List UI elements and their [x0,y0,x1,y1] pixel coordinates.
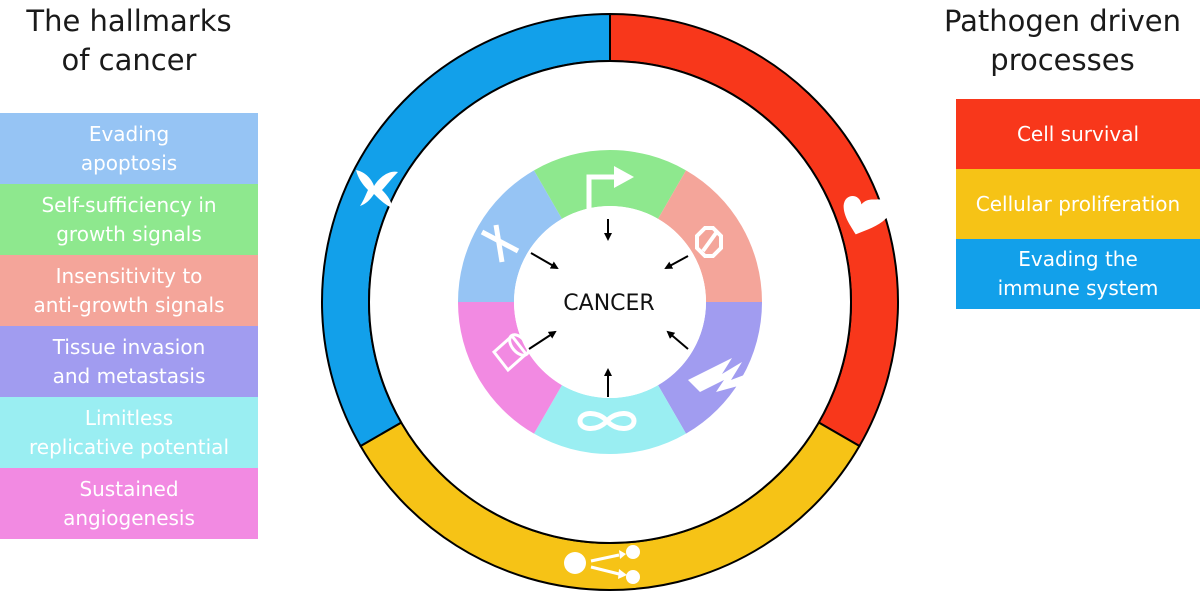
jagged-invasion-icon [688,358,752,404]
cell-division-icon [564,545,640,584]
legend-label-line: replicative potential [28,434,229,459]
legend-evading-apoptosis: Evading apoptosis [0,113,258,184]
legend-label-line: Evading [88,121,170,146]
legend-label-line: and metastasis [52,363,206,388]
arrow-signal-icon [586,166,634,214]
hallmarks-heading: The hallmarks of cancer [0,2,258,80]
cancer-center-label: CANCER [563,291,654,316]
legend-label-line: Cell survival [1016,121,1140,146]
hallmark-legend: Evading apoptosis Self-sufficiency in gr… [0,113,258,539]
legend-label-line: anti-growth signals [33,292,225,317]
legend-tissue-invasion: Tissue invasion and metastasis [0,326,258,397]
legend-label-line: angiogenesis [63,505,195,530]
cross-icon [480,224,520,263]
legend-replicative-potential: Limitless replicative potential [0,397,258,468]
legend-label-line: Insensitivity to [55,263,203,288]
legend-anti-growth-signals: Insensitivity to anti-growth signals [0,255,258,326]
arrow-from-apoptosis [530,252,559,269]
growth-signals-segment [534,150,686,219]
pathogen-legend: Cell survival Cellular proliferation Eva… [956,99,1200,309]
tissue-invasion-segment [658,302,762,434]
legend-label-line: immune system [997,276,1159,300]
legend-label-line: Tissue invasion [52,334,206,359]
anti-growth-signals-segment [658,170,762,302]
infinity-icon [577,411,637,431]
pathogen-heading-line-1: Pathogen driven [943,4,1182,38]
heart-icon [843,195,891,235]
legend-label-line: apoptosis [80,150,178,175]
legend-evading-immune-system: Evading the immune system [956,239,1200,309]
hallmarks-heading-line-1: The hallmarks [26,4,232,38]
legend-cellular-proliferation: Cellular proliferation [956,169,1200,239]
arrow-from-angiogenesis [528,330,557,350]
evading-apoptosis-segment [458,170,562,302]
pathogen-heading: Pathogen driven processes [925,2,1200,80]
legend-growth-signals: Self-sufficiency in growth signals [0,184,258,255]
hallmarks-heading-line-2: of cancer [61,43,197,77]
center-circle [514,206,706,398]
legend-label-line: growth signals [56,221,202,246]
arrow-from-anti-growth [664,255,689,269]
legend-label-line: Sustained [79,476,179,501]
inward-arrows [528,219,689,397]
legend-angiogenesis: Sustained angiogenesis [0,468,258,539]
legend-cell-survival: Cell survival [956,99,1200,169]
legend-label-line: Limitless [84,405,174,430]
blood-vessel-icon [491,333,530,373]
legend-label-line: Cellular proliferation [975,191,1181,216]
arrow-from-invasion [666,330,689,350]
legend-label-line: Evading the [1018,247,1138,271]
legend-label-line: Self-sufficiency in [41,192,217,217]
stop-sign-icon [695,226,723,258]
dove-icon [356,170,398,208]
pathogen-heading-line-2: processes [990,43,1135,77]
